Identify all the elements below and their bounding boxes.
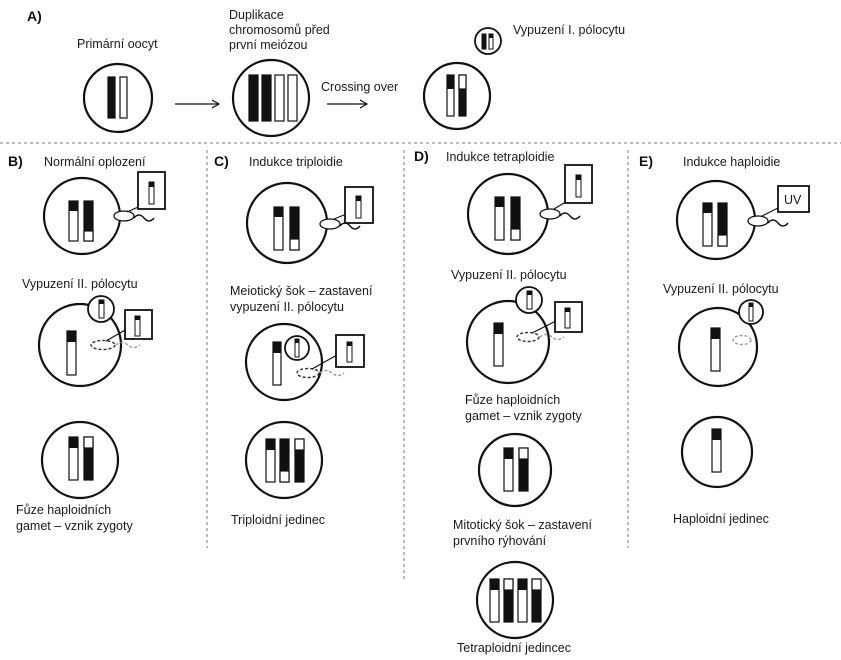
panel-b-fusion-line2: gamet – vznik zygoty (16, 519, 133, 533)
arrow-to-duplication (175, 99, 221, 109)
primary-oocyte-cell (82, 62, 154, 134)
panel-d-fusion-line2: gamet – vznik zygoty (465, 409, 582, 423)
arrow-crossing-over (327, 99, 369, 109)
panel-e-second-polar-cell (677, 306, 759, 388)
panel-e-uv-label: UV (784, 193, 802, 207)
panel-b-fertilization-cell (42, 176, 155, 256)
panel-d-title: Indukce tetraploidie (446, 150, 554, 164)
first-polar-body (474, 27, 502, 55)
panel-e-haploid-cell (680, 415, 754, 489)
primary-oocyte-label: Primární oocyt (77, 37, 158, 51)
panel-d-label: D) (414, 148, 429, 164)
panel-e-label: E) (639, 153, 653, 169)
panel-c-triploid-cell (244, 420, 324, 500)
panel-c-meiotic-shock-line1: Meiotický šok – zastavení (230, 284, 373, 298)
panel-b-second-polar-cell (37, 302, 141, 388)
panel-c-sperm-box (344, 186, 374, 224)
panel-b-title: Normální oplození (44, 155, 146, 169)
panel-c-second-sperm-box (335, 334, 365, 368)
panel-e-second-polar-body-label: Vypuzení II. pólocytu (663, 282, 779, 296)
panel-d-second-polar-body (515, 286, 543, 314)
panel-b-second-polar-body (87, 295, 115, 323)
duplication-label-line1: Duplikace (229, 8, 284, 22)
panel-d-fertilization-cell (466, 172, 581, 256)
panel-d-second-polar-cell (465, 299, 565, 385)
panel-e-uv-box: UV (777, 185, 810, 213)
crossing-over-label: Crossing over (321, 80, 398, 94)
panel-e-fertilization-cell (675, 179, 789, 261)
panel-e-result-label: Haploidní jedinec (673, 512, 769, 526)
panel-d-sperm-box (564, 164, 593, 204)
duplication-label-line2: chromosomů před (229, 23, 330, 37)
panel-c-retained-polar-body (284, 335, 310, 361)
first-polar-body-label: Vypuzení I. pólocytu (513, 23, 625, 37)
duplication-label-line3: první meiózou (229, 38, 308, 52)
panel-d-mitotic-shock-line2: prvního rýhování (453, 534, 547, 548)
panel-d-result-label: Tetraploidní jedincec (457, 641, 571, 655)
panel-b-zygote-cell (40, 420, 120, 500)
panel-d-zygote-cell (477, 432, 553, 508)
panel-e-title: Indukce haploidie (683, 155, 780, 169)
panel-e-second-polar-body (738, 299, 764, 325)
panel-c-label: C) (214, 153, 229, 169)
panel-b-fusion-line1: Fůze haploidních (16, 503, 111, 517)
panel-d-fusion-line1: Fůze haploidních (465, 393, 560, 407)
duplicated-chromosomes-cell (231, 58, 311, 138)
panel-c-result-label: Triploidní jedinec (231, 513, 325, 527)
panel-d-second-sperm-box (554, 301, 583, 333)
panel-a-label: A) (27, 8, 42, 24)
crossing-over-cell (422, 61, 492, 131)
panel-c-fertilization-cell (245, 181, 361, 265)
panel-d-tetraploid-cell (475, 560, 555, 640)
panel-b-sperm-box (137, 171, 166, 210)
panel-b-second-polar-body-label: Vypuzení II. pólocytu (22, 277, 138, 291)
panel-b-second-sperm-box (124, 309, 153, 340)
panel-b-label: B) (8, 153, 23, 169)
panel-c-title: Indukce triploidie (249, 155, 343, 169)
panel-c-meiotic-shock-line2: vypuzení II. pólocytu (230, 300, 344, 314)
panel-d-second-polar-body-label: Vypuzení II. pólocytu (451, 268, 567, 282)
panel-d-mitotic-shock-line1: Mitotický šok – zastavení (453, 518, 592, 532)
